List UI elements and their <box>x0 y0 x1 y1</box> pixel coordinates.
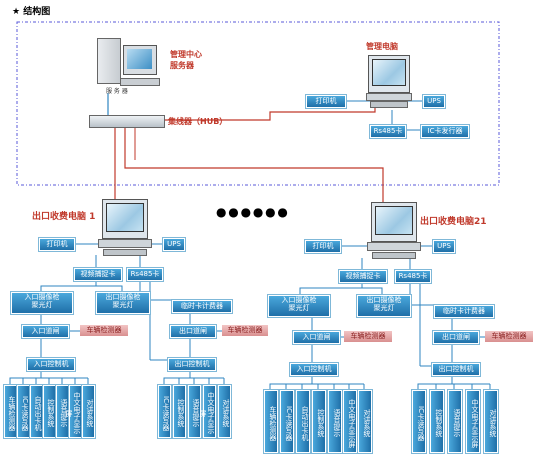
station1-exit-sub-3: 中文电子显示屏 <box>199 385 216 438</box>
diagram-title: ★ 结构图 <box>12 7 51 17</box>
station1-entry-sub-2: 自动出卡机 <box>30 385 43 438</box>
station1-temp-card-meter: 临时卡计费器 <box>172 300 232 313</box>
management-pc-icon <box>366 55 412 110</box>
station2-exit-sub-4: 对讲系统 <box>484 390 498 453</box>
station2-printer: 打印机 <box>305 240 341 253</box>
station1-exit-sub-2: 语音提示 <box>188 385 201 438</box>
station1-video-capture-card: 视频捕捉卡 <box>74 268 122 281</box>
more-stations-ellipsis: ● ● ● ● ● ● <box>216 205 288 219</box>
station1-rs485-card: Rs485卡 <box>127 268 163 281</box>
station2-exit-sub-2: 语音提示 <box>448 390 462 453</box>
management-zone-boundary <box>16 21 500 186</box>
station2-entry-sub-1: IC卡读写器 <box>280 390 294 453</box>
station2-entry-gate: 入口道闸 <box>293 331 340 344</box>
management-printer: 打印机 <box>306 95 346 108</box>
station1-entry-sub-1: IC卡读写器 <box>17 385 30 438</box>
station1-exit-sub-4: 对讲系统 <box>218 385 231 438</box>
server-tower-icon <box>97 38 121 84</box>
station1-entry-sub-4: 语音提示 <box>56 385 69 438</box>
station2-entry-sub-2: 自动出卡机 <box>296 390 310 453</box>
station2-ups: UPS <box>433 240 455 253</box>
station1-exit-vehicle-detector: 车辆检测器 <box>222 325 268 336</box>
server-label: 管理中心 服务器 <box>170 50 202 70</box>
management-pc-label: 管理电脑 <box>366 42 398 51</box>
station1-exit-controller: 出口控制机 <box>168 358 216 371</box>
station2-pc-icon <box>367 202 421 260</box>
station2-exit-controller: 出口控制机 <box>432 363 480 376</box>
management-rs485-card: Rs485卡 <box>370 125 406 138</box>
station2-entry-controller: 入口控制机 <box>290 363 338 376</box>
station1-entry-camera: 入口摄像枪 聚光灯 <box>11 292 73 314</box>
station2-exit-sub-3: 中文电子显示屏 <box>466 390 480 453</box>
station1-entry-sub-0: 车辆检测器 <box>4 385 17 438</box>
hub-label: 集线器（HUB） <box>168 117 228 126</box>
station1-pc-icon <box>98 199 152 257</box>
station2-temp-card-meter: 临时卡计费器 <box>434 305 494 318</box>
station1-ups: UPS <box>163 238 185 251</box>
station1-exit-sub-0: IC卡读写器 <box>158 385 171 438</box>
station2-entry-camera: 入口摄像枪 聚光灯 <box>268 295 330 317</box>
station2-entry-vehicle-detector: 车辆检测器 <box>344 331 392 342</box>
server-keyboard-icon <box>120 78 160 86</box>
station2-exit-sub-0: IC卡读写器 <box>412 390 426 453</box>
station1-exit-gate: 出口道闸 <box>170 325 216 338</box>
station1-exit-camera: 出口摄像枪 聚光灯 <box>96 292 150 314</box>
station2-entry-sub-0: 车辆检测器 <box>264 390 278 453</box>
management-ups: UPS <box>423 95 445 108</box>
station1-entry-sub-5: 中文电子显示屏 <box>65 385 82 438</box>
station2-entry-sub-6: 对讲系统 <box>358 390 372 453</box>
station2-entry-sub-3: 控制系统 <box>312 390 326 453</box>
station1-entry-gate: 入口道闸 <box>22 325 69 338</box>
station1-entry-sub-3: 控制系统 <box>43 385 56 438</box>
station2-entry-sub-5: 中文电子显示屏 <box>343 390 357 453</box>
server-monitor-icon <box>123 45 157 75</box>
ic-card-issuer: IC卡发行器 <box>421 125 469 138</box>
hub-icon <box>89 115 165 128</box>
station1-entry-sub-6: 对讲系统 <box>82 385 95 438</box>
station2-exit-sub-1: 控制系统 <box>430 390 444 453</box>
station1-printer: 打印机 <box>39 238 75 251</box>
station2-pc-label: 出口收费电脑21 <box>420 217 487 227</box>
station2-video-capture-card: 视频捕捉卡 <box>339 270 387 283</box>
station1-pc-label: 出口收费电脑 1 <box>32 212 96 222</box>
station2-exit-camera: 出口摄像枪 聚光灯 <box>357 295 411 317</box>
station1-entry-controller: 入口控制机 <box>27 358 75 371</box>
station2-entry-sub-4: 语音提示 <box>328 390 342 453</box>
station2-exit-vehicle-detector: 车辆检测器 <box>485 331 533 342</box>
station1-exit-sub-1: 控制系统 <box>173 385 186 438</box>
station2-exit-gate: 出口道闸 <box>433 331 479 344</box>
station2-rs485-card: Rs485卡 <box>395 270 431 283</box>
station1-entry-vehicle-detector: 车辆检测器 <box>80 325 128 336</box>
server-caption: 服 务 器 <box>106 88 128 95</box>
